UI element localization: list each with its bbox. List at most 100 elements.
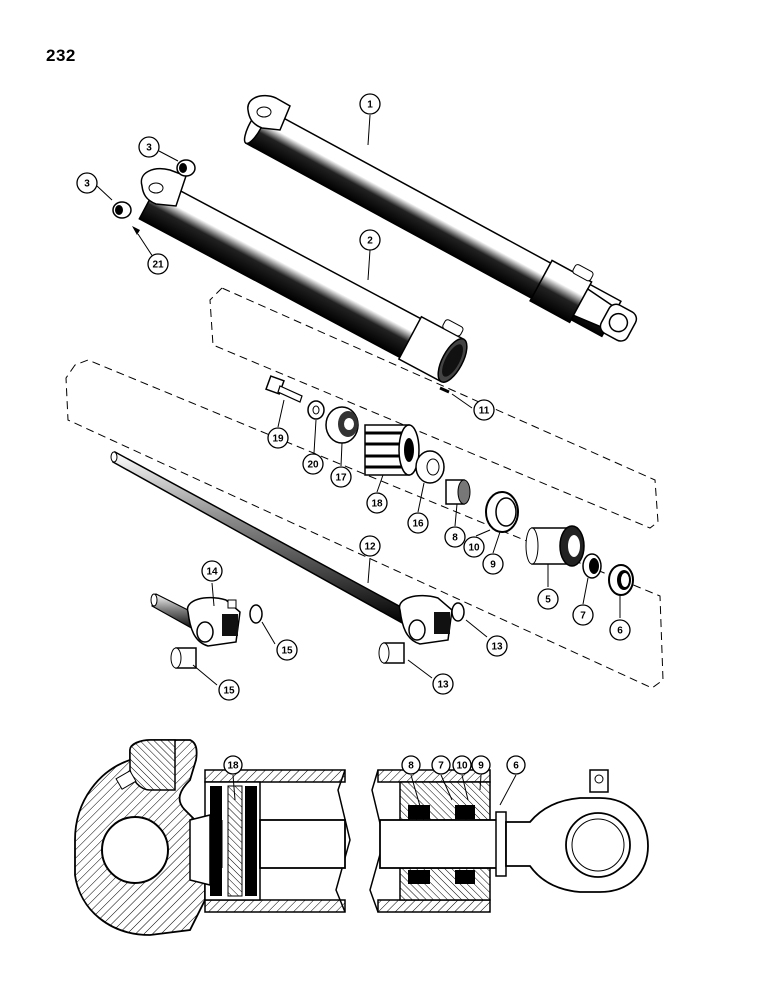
section-callout-18: 18 [223, 755, 243, 775]
callout-circle [147, 253, 169, 275]
callout-label: 15 [223, 686, 235, 697]
callout-3: 3 [76, 172, 98, 194]
callout-circle [267, 427, 289, 449]
callout-circle [302, 453, 324, 475]
callout-17: 17 [330, 466, 352, 488]
grease-fitting-21 [132, 226, 140, 235]
bushing-13-lower [378, 642, 405, 664]
callout-label: 3 [84, 179, 90, 190]
sectional-view-rod-end [369, 769, 649, 913]
bushing-13-right [451, 602, 465, 622]
wiper-6 [608, 564, 634, 596]
section-callout-circle [401, 755, 421, 775]
callout-label: 14 [206, 567, 218, 578]
callout-circle [366, 492, 388, 514]
callout-label: 9 [490, 560, 496, 571]
callout-circle [572, 604, 594, 626]
section-callout-label: 8 [408, 761, 414, 772]
nut-17 [325, 406, 359, 444]
ring-7 [582, 553, 602, 579]
callout-circle [201, 560, 223, 582]
callout-10: 10 [463, 536, 485, 558]
leader-lines [96, 114, 621, 686]
cylinder-assembly-1 [243, 94, 638, 342]
callout-circle [486, 635, 508, 657]
callout-circle [407, 512, 429, 534]
washer-20 [307, 400, 325, 420]
callout-14: 14 [201, 560, 223, 582]
callout-12: 12 [359, 535, 381, 557]
callout-label: 18 [371, 499, 383, 510]
callout-label: 2 [367, 236, 373, 247]
callout-13: 13 [486, 635, 508, 657]
callout-label: 10 [468, 543, 480, 554]
callout-label: 7 [580, 611, 586, 622]
callout-label: 16 [412, 519, 424, 530]
callout-label: 13 [491, 642, 503, 653]
callout-label: 15 [281, 646, 293, 657]
piston-18 [364, 424, 420, 476]
callout-label: 19 [272, 434, 284, 445]
bushing-3-lower [112, 201, 132, 219]
bushing-3-upper [176, 159, 196, 177]
bushing-8 [445, 479, 471, 505]
callout-label: 5 [545, 595, 551, 606]
callout-15: 15 [276, 639, 298, 661]
callout-circle [359, 229, 381, 251]
callout-circle [609, 619, 631, 641]
dashed-enclosure-piston [209, 287, 659, 529]
bushing-15-lower [170, 647, 197, 669]
callout-label: 17 [335, 473, 347, 484]
callout-circle [218, 679, 240, 701]
cylinder-tube-2 [138, 168, 468, 383]
callout-3: 3 [138, 136, 160, 158]
section-callout-7: 7 [431, 755, 451, 775]
section-callout-circle [471, 755, 491, 775]
section-callout-label: 7 [438, 761, 444, 772]
section-callout-10: 10 [452, 755, 472, 775]
section-callout-6: 6 [506, 755, 526, 775]
gland-5 [525, 525, 585, 567]
callout-2: 2 [359, 229, 381, 251]
section-callout-circle [506, 755, 526, 775]
dashed-enclosure-rod [65, 359, 664, 689]
callout-label: 11 [479, 406, 490, 417]
callout-7: 7 [572, 604, 594, 626]
callout-8: 8 [444, 526, 466, 548]
section-callout-circle [223, 755, 243, 775]
section-callout-label: 9 [478, 761, 484, 772]
callout-circle [444, 526, 466, 548]
callout-circle [463, 536, 485, 558]
callout-circle [359, 93, 381, 115]
callout-circle [76, 172, 98, 194]
callout-19: 19 [267, 427, 289, 449]
callout-circle [330, 466, 352, 488]
bolt-19 [265, 375, 303, 403]
callout-circle [537, 588, 559, 610]
section-callout-label: 10 [456, 761, 468, 772]
callout-16: 16 [407, 512, 429, 534]
section-callout-circle [431, 755, 451, 775]
callout-label: 1 [367, 100, 373, 111]
ring-16 [415, 450, 445, 484]
sectional-view-head-end [74, 739, 351, 936]
callout-circle [432, 673, 454, 695]
callout-circle [473, 399, 495, 421]
callout-1: 1 [359, 93, 381, 115]
section-leader-lines [232, 774, 517, 807]
callout-20: 20 [302, 453, 324, 475]
section-callout-label: 18 [227, 761, 239, 772]
section-callout-circle [452, 755, 472, 775]
rod-end-14 [150, 593, 241, 647]
callout-label: 6 [617, 626, 623, 637]
callout-label: 8 [452, 533, 458, 544]
bushing-15-right [249, 604, 263, 624]
callout-label: 3 [146, 143, 152, 154]
callout-13: 13 [432, 673, 454, 695]
callout-label: 13 [437, 680, 449, 691]
callout-circle [276, 639, 298, 661]
callout-9: 9 [482, 553, 504, 575]
section-callout-label: 6 [513, 761, 519, 772]
